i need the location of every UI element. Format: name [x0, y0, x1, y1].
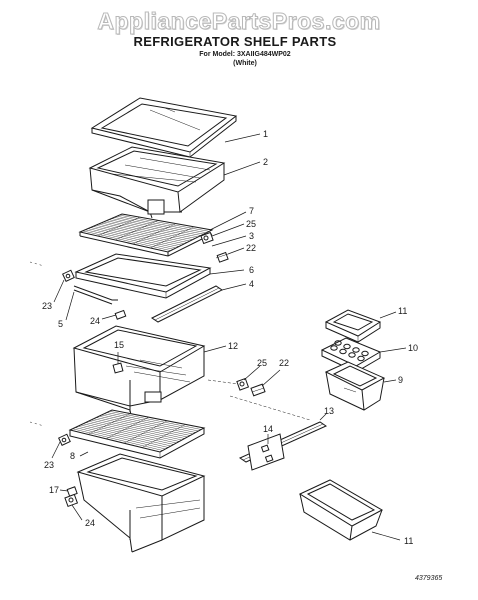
- part-door-bin: [298, 479, 384, 541]
- model-line: For Model: 3XAIIG484WP02: [199, 51, 291, 58]
- callout-label: 13: [324, 406, 334, 416]
- part-hardware-middle: [236, 377, 266, 397]
- callout-label: 3: [249, 231, 254, 241]
- callout-label: 25: [257, 358, 267, 368]
- callout-label: 14: [263, 424, 273, 434]
- callout-label: 24: [90, 316, 100, 326]
- callout-label: 23: [42, 301, 52, 311]
- part-upper-pan: [88, 146, 226, 219]
- model-subtitle: For Model: 3XAIIG484WP02 (White): [150, 50, 340, 68]
- callout-label: 15: [114, 340, 124, 350]
- callout-label: 6: [249, 265, 254, 275]
- callout-label: 22: [246, 243, 256, 253]
- document-code: 4379365: [415, 575, 443, 582]
- color-line: (White): [233, 60, 257, 67]
- callout-label: 9: [398, 375, 403, 385]
- part-dairy-lid: [324, 309, 382, 343]
- callouts: 1 2 7 25 3 22 6 4 23 5 24 11 15 12 10 25: [42, 129, 418, 546]
- callout-label: 5: [58, 319, 63, 329]
- part-bottom-drawer: [76, 453, 206, 553]
- part-bracket: [247, 433, 285, 471]
- callout-label: 12: [228, 341, 238, 351]
- part-lower-wire-shelf: [68, 409, 206, 459]
- page-title: REFRIGERATOR SHELF PARTS: [133, 34, 337, 49]
- callout-label: 10: [408, 343, 418, 353]
- watermark: AppliancePartsPros.com: [97, 8, 381, 35]
- assembly-guide-lines: [29, 261, 311, 427]
- callout-label: 24: [85, 518, 95, 528]
- part-shelf-frame: [74, 253, 212, 299]
- callout-label: 25: [246, 219, 256, 229]
- callout-label: 23: [44, 460, 54, 470]
- callout-label: 2: [263, 157, 268, 167]
- callout-label: 1: [263, 129, 268, 139]
- callout-label: 11: [398, 306, 407, 316]
- callout-label: 7: [249, 206, 254, 216]
- callout-label: 17: [49, 485, 59, 495]
- part-glass-shelf-frame: [90, 97, 238, 158]
- part-hardware-left: [62, 269, 127, 320]
- part-wire-shelf: [78, 213, 214, 257]
- part-hardware-bottom-left: [64, 486, 79, 508]
- callout-label: 11: [404, 536, 413, 546]
- callout-label: 8: [70, 451, 75, 461]
- part-crisper-pan: [72, 325, 206, 421]
- part-hardware-upper: [200, 231, 229, 263]
- part-hardware-lower-left: [58, 433, 71, 446]
- part-small-bin: [324, 361, 386, 411]
- callout-label: 4: [249, 279, 254, 289]
- part-clip: [112, 362, 124, 374]
- callout-label: 22: [279, 358, 289, 368]
